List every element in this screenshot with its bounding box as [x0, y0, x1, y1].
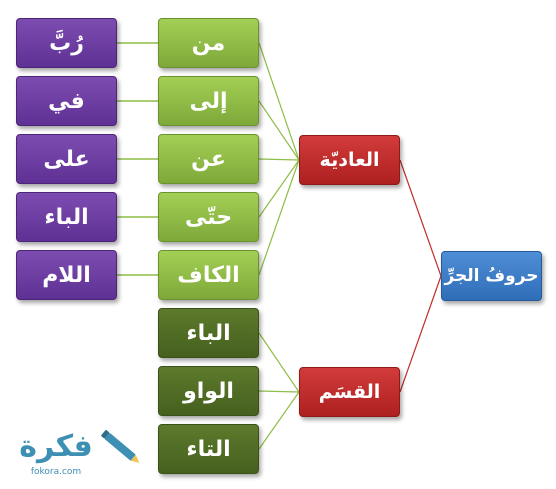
connector-line: [258, 159, 300, 276]
ordinary-item: من: [158, 18, 259, 68]
ordinary-item: إلى: [158, 76, 259, 126]
category-ordinary: العاديّة: [299, 135, 400, 185]
linked-item: رُبَّ: [16, 18, 117, 68]
pencil-icon: [101, 429, 140, 463]
logo-domain: fokora.com: [31, 467, 81, 477]
linked-item: في: [16, 76, 117, 126]
ordinary-item: عن: [158, 134, 259, 184]
logo-graphic: فكرة fokora.com: [19, 429, 140, 477]
fokora-logo: فكرة fokora.com: [4, 418, 154, 480]
connector-line: [258, 42, 300, 161]
category-oath: القسَم: [299, 367, 400, 417]
oath-item: التاء: [158, 424, 259, 474]
ordinary-item: الكاف: [158, 250, 259, 300]
connector-line: [399, 159, 442, 277]
oath-item: الواو: [158, 366, 259, 416]
connector-line: [258, 390, 300, 393]
linked-item: اللام: [16, 250, 117, 300]
root-node: حروفُ الجرِّ: [441, 251, 542, 301]
linked-item: على: [16, 134, 117, 184]
connector-line: [258, 159, 300, 218]
connector-line: [258, 100, 300, 161]
oath-item: الباء: [158, 308, 259, 358]
logo-wordmark: فكرة: [19, 429, 92, 464]
connector-line: [258, 391, 300, 450]
connector-line: [399, 275, 442, 393]
connector-line: [258, 332, 300, 393]
connector-line: [258, 158, 300, 161]
linked-item: الباء: [16, 192, 117, 242]
ordinary-item: حتّى: [158, 192, 259, 242]
